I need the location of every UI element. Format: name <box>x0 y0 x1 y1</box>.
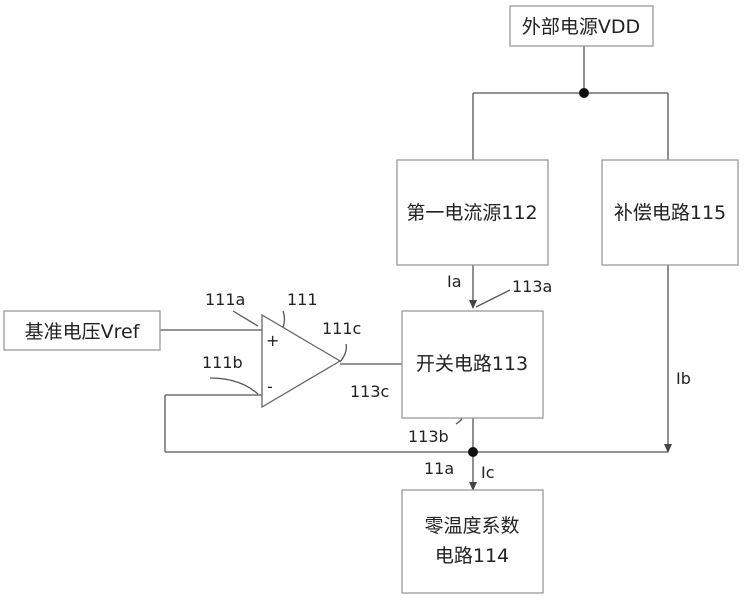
pin-11a-label: 11a <box>424 459 454 478</box>
opamp-plus-sign: + <box>266 331 279 350</box>
leader-111c <box>339 343 348 363</box>
current-source-label: 第一电流源112 <box>406 202 537 224</box>
wires <box>160 46 672 491</box>
switch-label: 开关电路113 <box>416 353 528 375</box>
pin-113b-label: 113b <box>408 427 449 446</box>
current-source-box <box>396 159 549 266</box>
pin-111c-label: 111c <box>322 319 361 338</box>
opamp-ref-label: 111 <box>287 290 318 309</box>
zero-tc-label-line1: 零温度系数 <box>424 515 519 537</box>
compensation-box <box>601 159 739 266</box>
pin-113a-label: 113a <box>512 277 552 296</box>
vdd-junction-dot <box>579 88 589 98</box>
switch-box <box>401 310 544 419</box>
leader-111a <box>232 310 259 327</box>
vdd-box <box>509 5 654 47</box>
opamp-minus-sign: - <box>267 377 273 396</box>
pin-113c-label: 113c <box>350 382 389 401</box>
vref-label: 基准电压Vref <box>25 321 141 343</box>
vref-box <box>3 310 161 351</box>
output-junction-dot <box>468 447 478 457</box>
leader-111b <box>209 377 259 395</box>
leader-113a <box>475 289 511 308</box>
zero-tc-label-line2: 电路114 <box>435 545 509 567</box>
compensation-label: 补偿电路115 <box>614 202 726 224</box>
pin-111b-label: 111b <box>202 353 243 372</box>
current-ic-label: Ic <box>481 463 495 482</box>
current-ib-label: Ib <box>676 369 691 388</box>
current-ia-label: Ia <box>447 272 462 291</box>
pin-111a-label: 111a <box>205 290 245 309</box>
vdd-label: 外部电源VDD <box>522 16 640 38</box>
opamp-triangle <box>261 313 342 409</box>
zero-tc-box <box>401 489 544 594</box>
